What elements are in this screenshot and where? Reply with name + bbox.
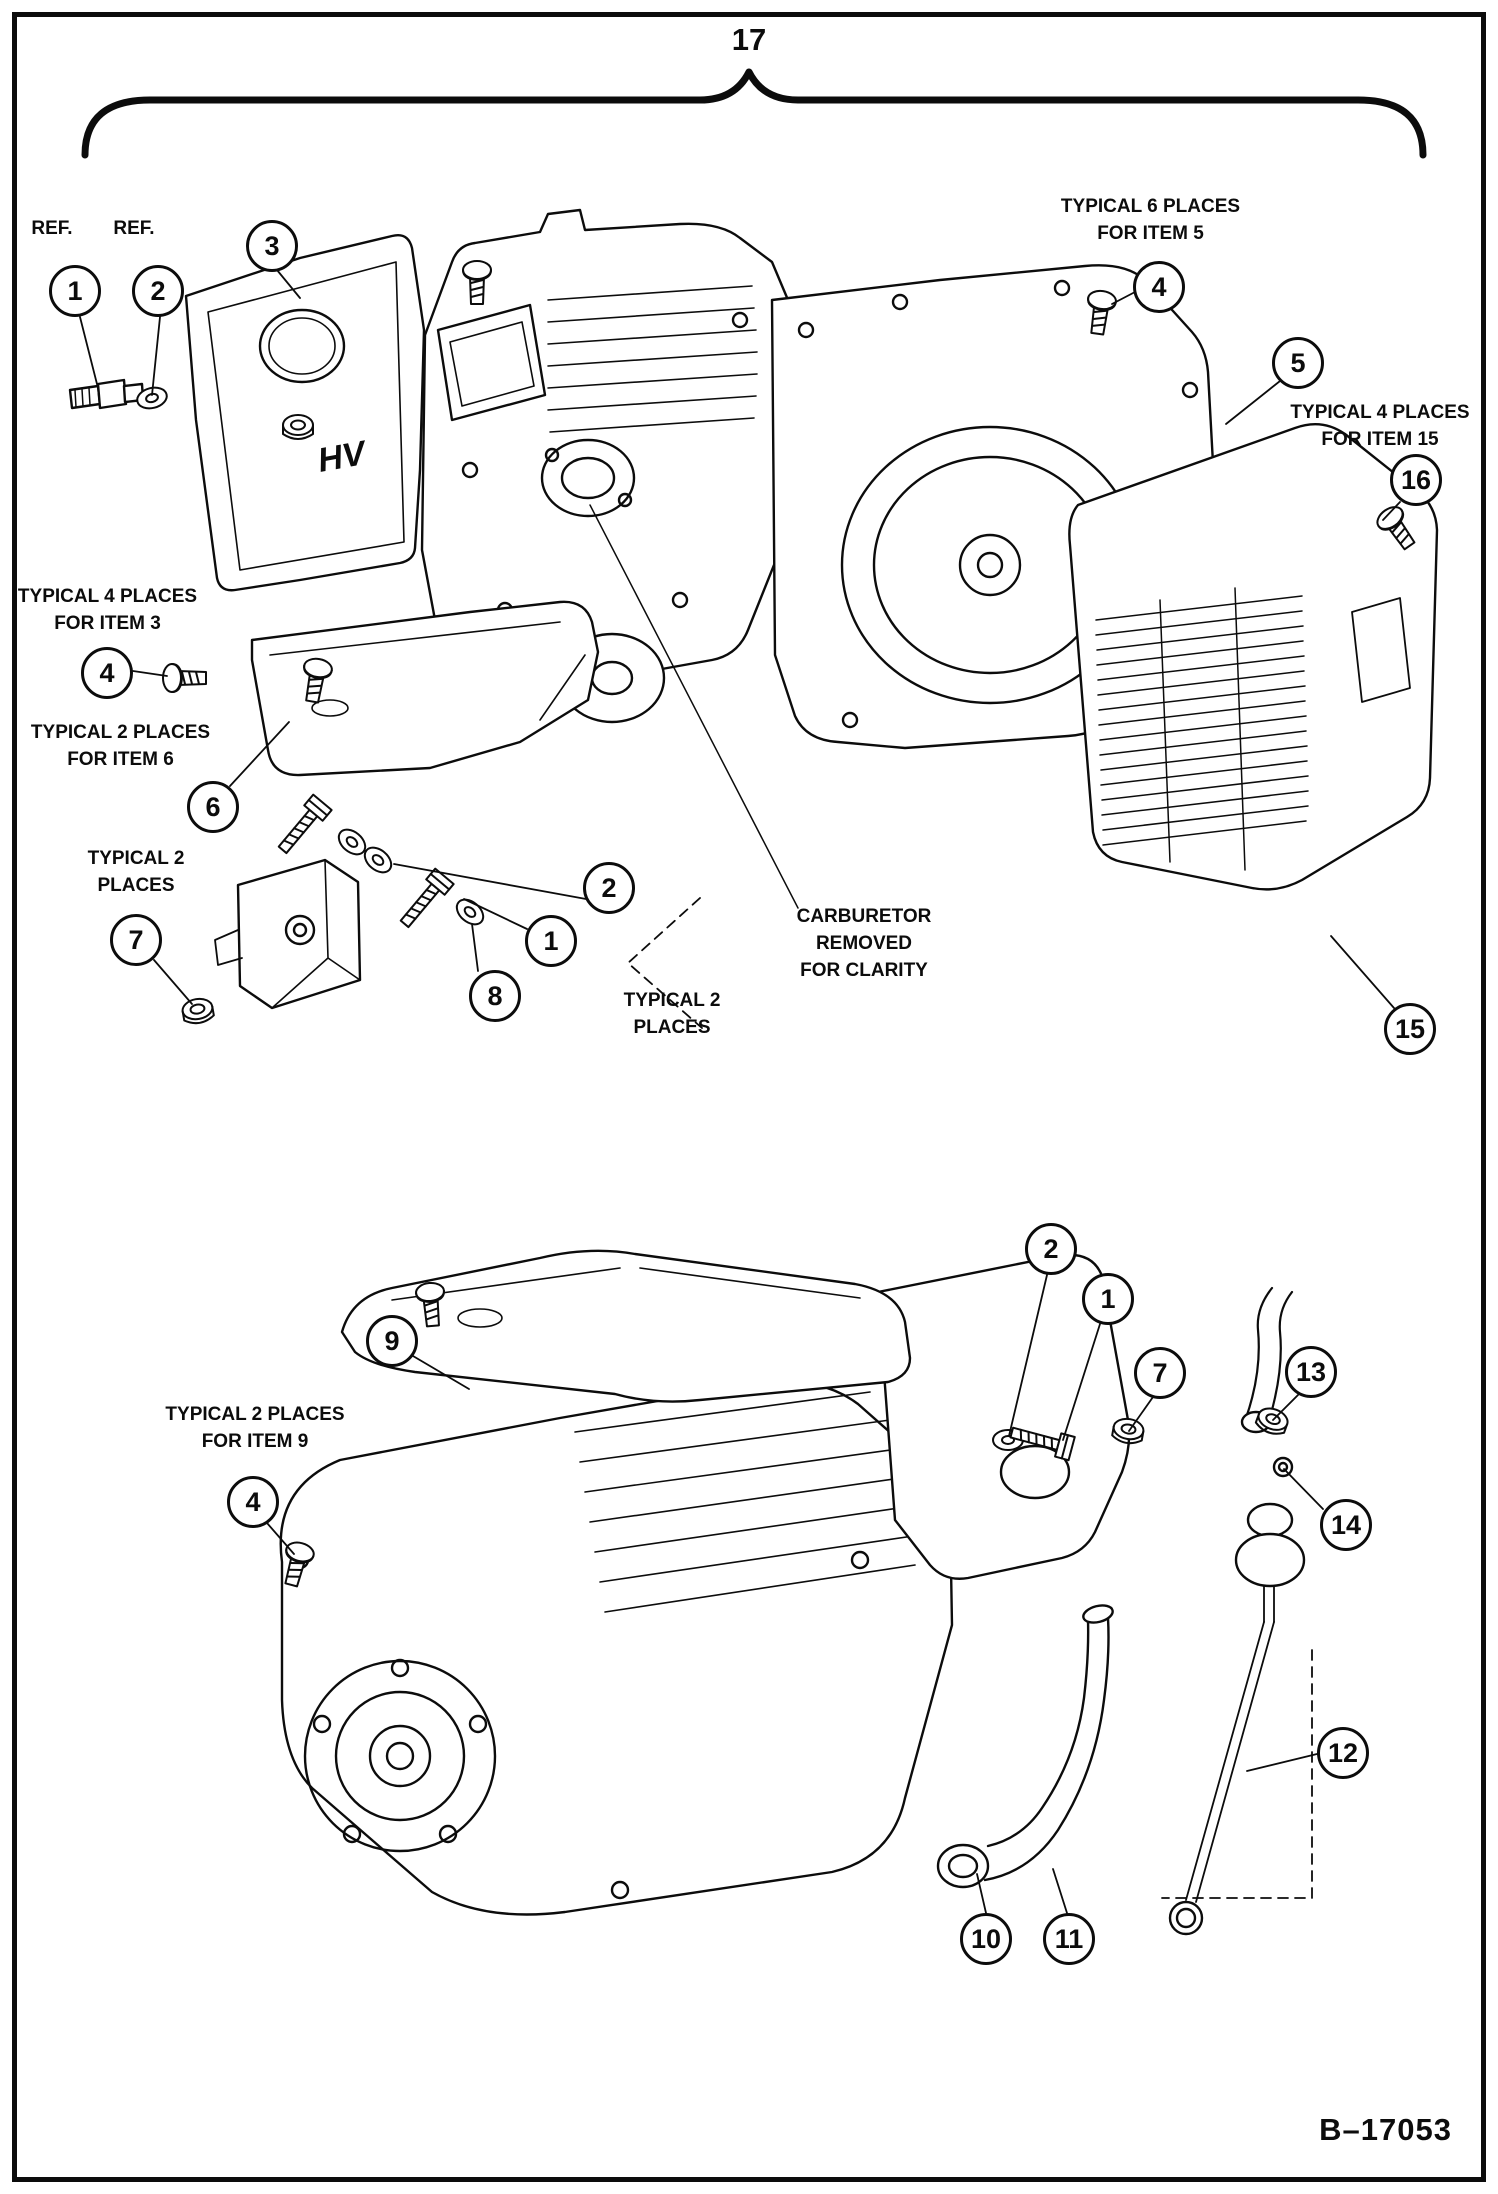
callout-4-item5: 4 bbox=[1133, 261, 1185, 313]
label-typical-2-item9: TYPICAL 2 PLACES FOR ITEM 9 bbox=[165, 1404, 345, 1452]
callout-2-bottom: 2 bbox=[1025, 1223, 1077, 1275]
label-typical-2-places-left: TYPICAL 2 PLACES bbox=[87, 848, 185, 896]
callout-10: 10 bbox=[960, 1913, 1012, 1965]
label-carburetor-note: CARBURETOR REMOVED FOR CLARITY bbox=[796, 906, 932, 981]
label-typical-6-item5: TYPICAL 6 PLACES FOR ITEM 5 bbox=[1060, 196, 1241, 244]
callout-13: 13 bbox=[1285, 1346, 1337, 1398]
callout-9: 9 bbox=[366, 1315, 418, 1367]
callout-4-item3: 4 bbox=[81, 647, 133, 699]
bottom-engine-illustration bbox=[276, 1249, 1306, 1936]
callout-7-top: 7 bbox=[110, 914, 162, 966]
top-engine-illustration bbox=[68, 208, 1439, 1027]
label-typical-2-places-center: TYPICAL 2 PLACES bbox=[623, 990, 721, 1038]
callout-7-bottom: 7 bbox=[1134, 1347, 1186, 1399]
engine-marking-hv: HV bbox=[314, 434, 369, 480]
label-ref-left: REF. bbox=[31, 218, 73, 239]
label-typical-4-item15: TYPICAL 4 PLACES FOR ITEM 15 bbox=[1290, 402, 1470, 450]
group-brace bbox=[81, 68, 1427, 159]
dashed-lines bbox=[627, 897, 1313, 1899]
label-ref-right: REF. bbox=[113, 218, 155, 239]
callout-4-item9: 4 bbox=[227, 1476, 279, 1528]
leader-lines bbox=[79, 269, 1401, 1914]
callout-2-top-mid: 2 bbox=[583, 862, 635, 914]
callout-1-bottom: 1 bbox=[1082, 1273, 1134, 1325]
callout-1-ref-top: 1 bbox=[49, 265, 101, 317]
callout-12: 12 bbox=[1317, 1727, 1369, 1779]
callout-6: 6 bbox=[187, 781, 239, 833]
figure-code: B–17053 bbox=[1319, 2112, 1452, 2147]
callout-3: 3 bbox=[246, 220, 298, 272]
callout-5: 5 bbox=[1272, 337, 1324, 389]
callout-15: 15 bbox=[1384, 1003, 1436, 1055]
group-callout-label: 17 bbox=[731, 22, 767, 57]
callout-14: 14 bbox=[1320, 1499, 1372, 1551]
label-typical-4-item3: TYPICAL 4 PLACES FOR ITEM 3 bbox=[17, 586, 198, 634]
callout-16: 16 bbox=[1390, 454, 1442, 506]
label-typical-2-item6: TYPICAL 2 PLACES FOR ITEM 6 bbox=[30, 722, 211, 770]
callout-8: 8 bbox=[469, 970, 521, 1022]
page-border bbox=[12, 12, 1486, 2182]
callout-2-ref-top: 2 bbox=[132, 265, 184, 317]
callout-11: 11 bbox=[1043, 1913, 1095, 1965]
callout-1-top-mid: 1 bbox=[525, 915, 577, 967]
